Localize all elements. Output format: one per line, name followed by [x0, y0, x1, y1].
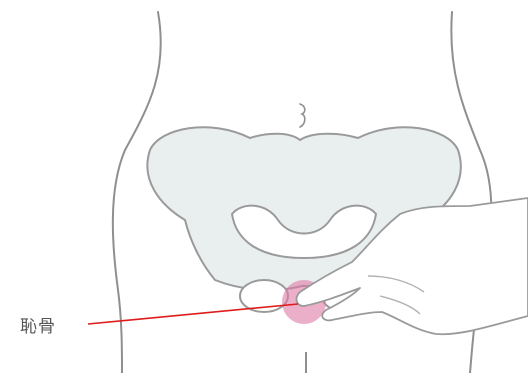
navel-mark: [300, 104, 305, 127]
pubic-bone-label: 恥骨: [20, 312, 56, 337]
